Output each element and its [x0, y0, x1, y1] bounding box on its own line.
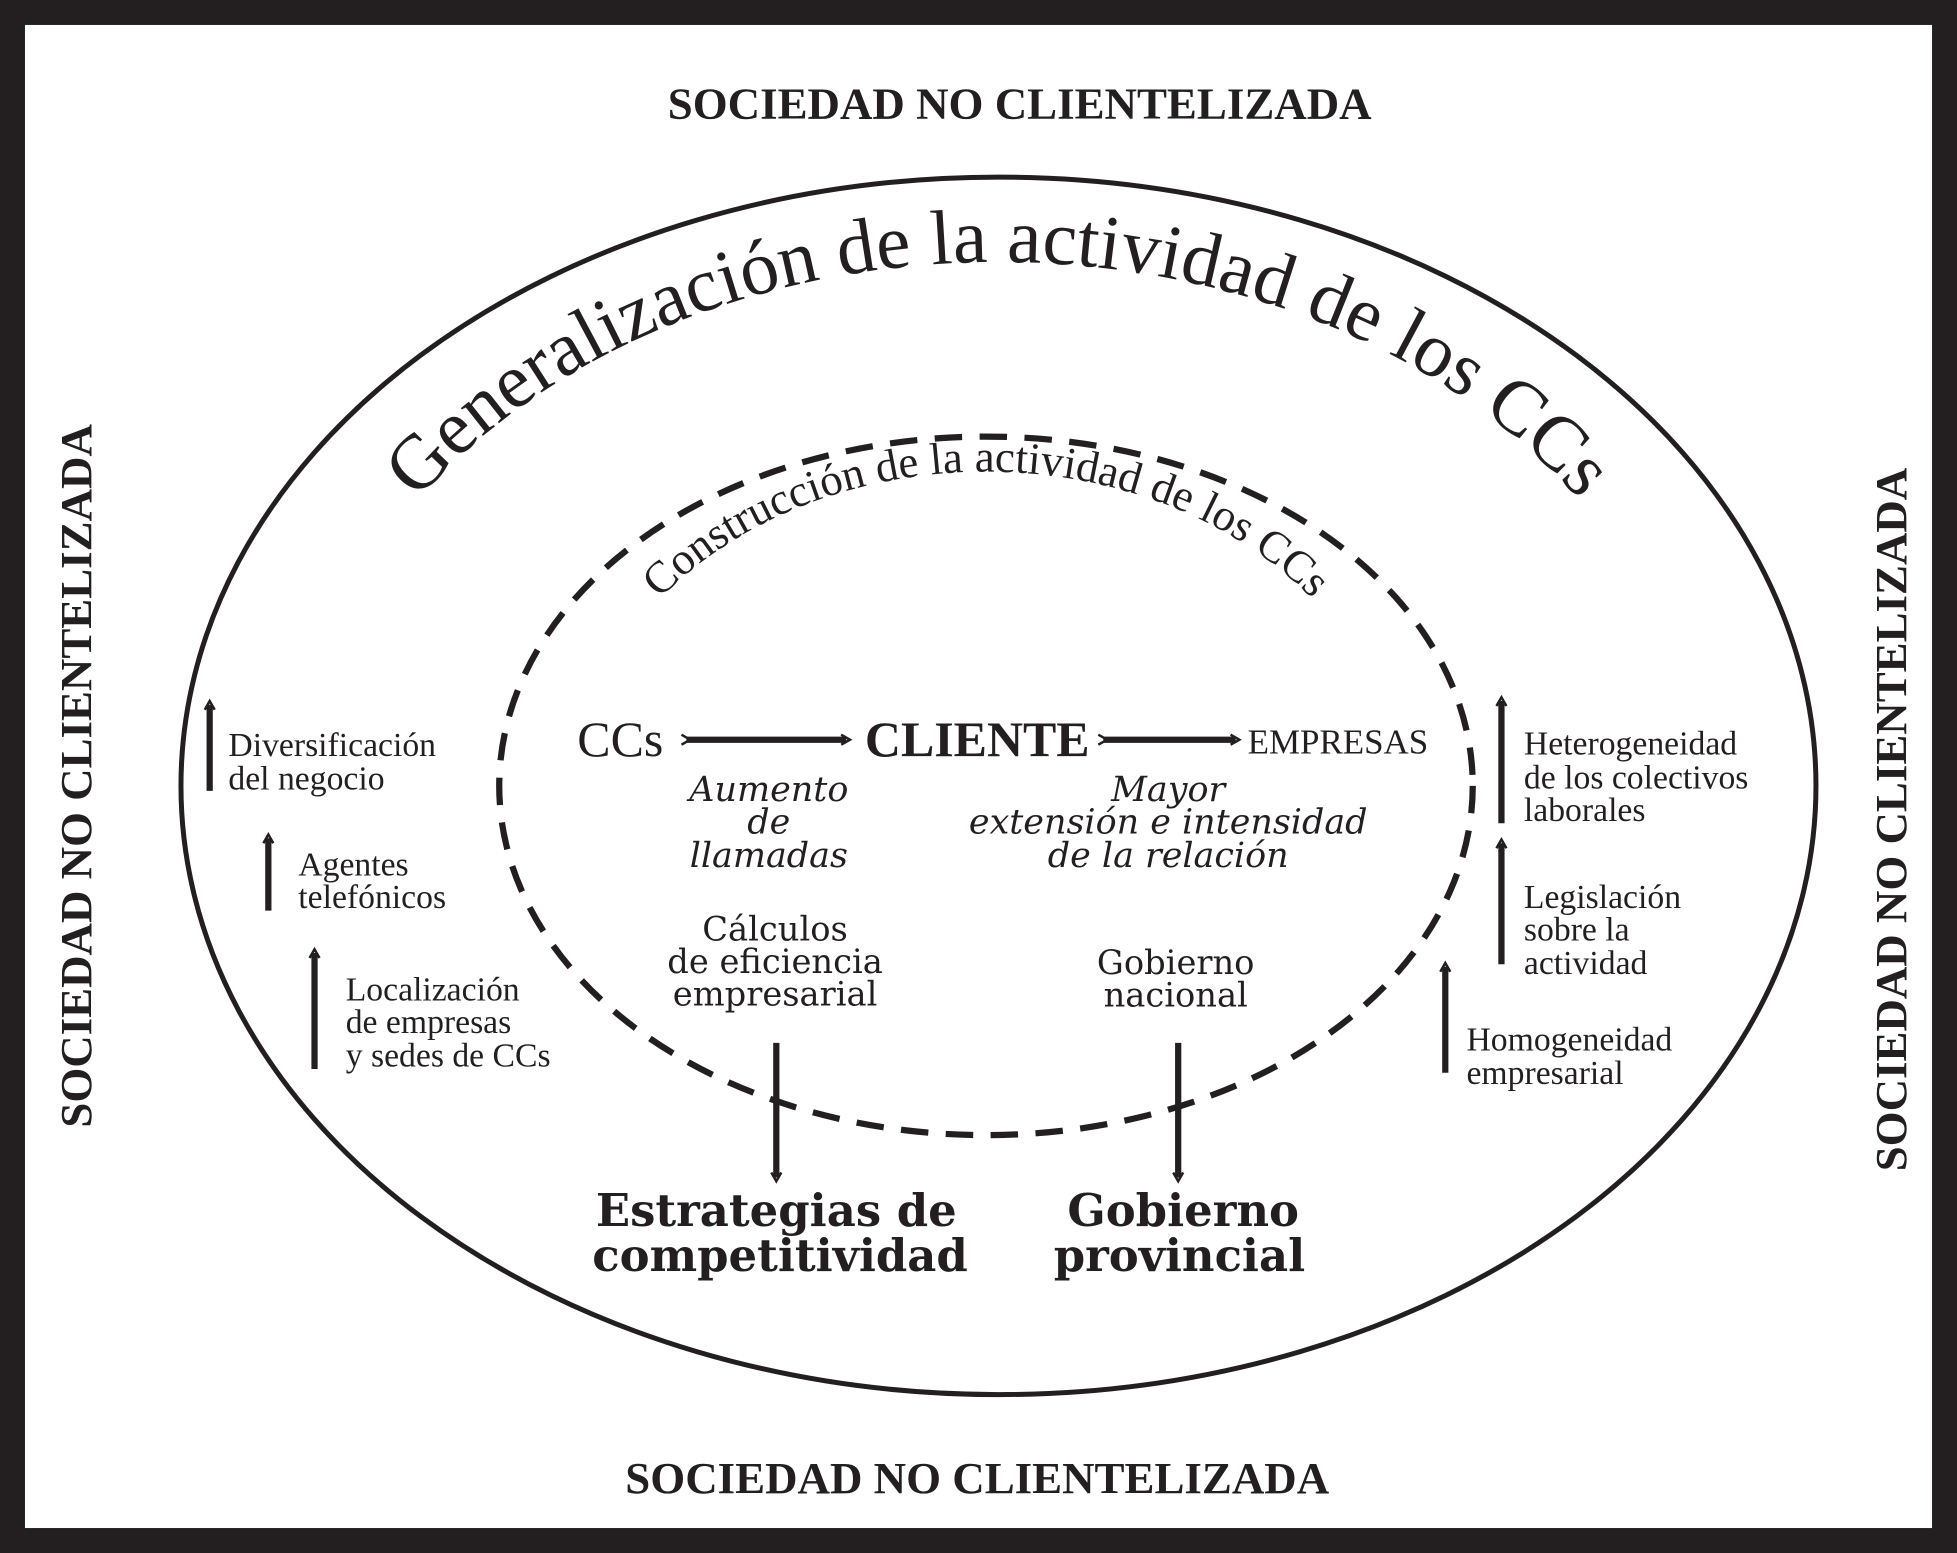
- svg-text:telefónicos: telefónicos: [298, 879, 446, 916]
- label-bottom: SOCIEDAD NO CLIENTELIZADA: [625, 1453, 1329, 1503]
- outcome-estrategias: Estrategias de competitividad: [592, 1184, 968, 1282]
- svg-text:Gobierno: Gobierno: [1067, 1184, 1299, 1237]
- svg-text:nacional: nacional: [1104, 976, 1248, 1015]
- label-top: SOCIEDAD NO CLIENTELIZADA: [668, 79, 1372, 129]
- right-factor-legislacion: Legislación sobre la actividad: [1501, 843, 1681, 982]
- ccs-label: CCs: [577, 712, 663, 767]
- svg-text:actividad: actividad: [1524, 945, 1648, 982]
- svg-text:Homogeneidad: Homogeneidad: [1467, 1021, 1673, 1058]
- empresas-label: EMPRESAS: [1248, 722, 1429, 761]
- svg-text:Heterogeneidad: Heterogeneidad: [1524, 726, 1737, 763]
- svg-text:de los colectivos: de los colectivos: [1524, 759, 1749, 796]
- calculos-eficiencia: Cálculos de eficiencia empresarial: [667, 910, 883, 1014]
- note-aumento-llamadas: Aumento de llamadas: [686, 770, 848, 876]
- svg-text:competitividad: competitividad: [592, 1229, 968, 1282]
- svg-text:Mayor: Mayor: [1110, 770, 1227, 810]
- svg-text:extensión e intensidad: extensión e intensidad: [969, 802, 1368, 842]
- svg-text:Aumento: Aumento: [686, 770, 848, 810]
- svg-text:de eficiencia: de eficiencia: [667, 942, 883, 981]
- svg-text:de la relación: de la relación: [1048, 836, 1289, 876]
- label-left: SOCIEDAD NO CLIENTELIZADA: [51, 424, 101, 1128]
- label-right: SOCIEDAD NO CLIENTELIZADA: [1866, 467, 1916, 1171]
- left-factor-localizacion: Localización de empresas y sedes de CCs: [315, 953, 551, 1075]
- svg-text:Cálculos: Cálculos: [702, 910, 848, 949]
- outer-ellipse: [178, 174, 1819, 1398]
- svg-text:laborales: laborales: [1524, 792, 1646, 829]
- gobierno-nacional: Gobierno nacional: [1097, 943, 1255, 1014]
- outcome-gobierno-provincial: Gobierno provincial: [1054, 1184, 1305, 1282]
- svg-text:Agentes: Agentes: [298, 847, 408, 884]
- svg-text:Legislación: Legislación: [1524, 879, 1681, 916]
- inner-dashed-ellipse: [496, 433, 1476, 1139]
- left-factor-agentes: Agentes telefónicos: [268, 838, 446, 916]
- svg-text:Estrategias de: Estrategias de: [596, 1184, 957, 1237]
- svg-text:sobre la: sobre la: [1524, 912, 1630, 949]
- svg-text:provincial: provincial: [1054, 1229, 1305, 1282]
- svg-text:de empresas: de empresas: [346, 1004, 512, 1041]
- svg-text:empresarial: empresarial: [673, 974, 878, 1013]
- svg-text:del negocio: del negocio: [228, 761, 384, 798]
- svg-text:Localización: Localización: [346, 971, 520, 1008]
- right-factor-homogeneidad: Homogeneidad empresarial: [1445, 967, 1672, 1092]
- svg-text:y sedes de CCs: y sedes de CCs: [346, 1038, 551, 1075]
- svg-text:Gobierno: Gobierno: [1097, 943, 1255, 982]
- svg-text:Diversificación: Diversificación: [228, 727, 436, 764]
- svg-text:llamadas: llamadas: [690, 836, 848, 876]
- svg-text:de: de: [747, 802, 790, 842]
- note-mayor-relacion: Mayor extensión e intensidad de la relac…: [969, 770, 1368, 876]
- left-factor-diversificacion: Diversificación del negocio: [210, 705, 436, 798]
- cliente-label: CLIENTE: [865, 712, 1090, 767]
- svg-text:empresarial: empresarial: [1467, 1055, 1624, 1092]
- right-factor-heterogeneidad: Heterogeneidad de los colectivos laboral…: [1501, 701, 1748, 829]
